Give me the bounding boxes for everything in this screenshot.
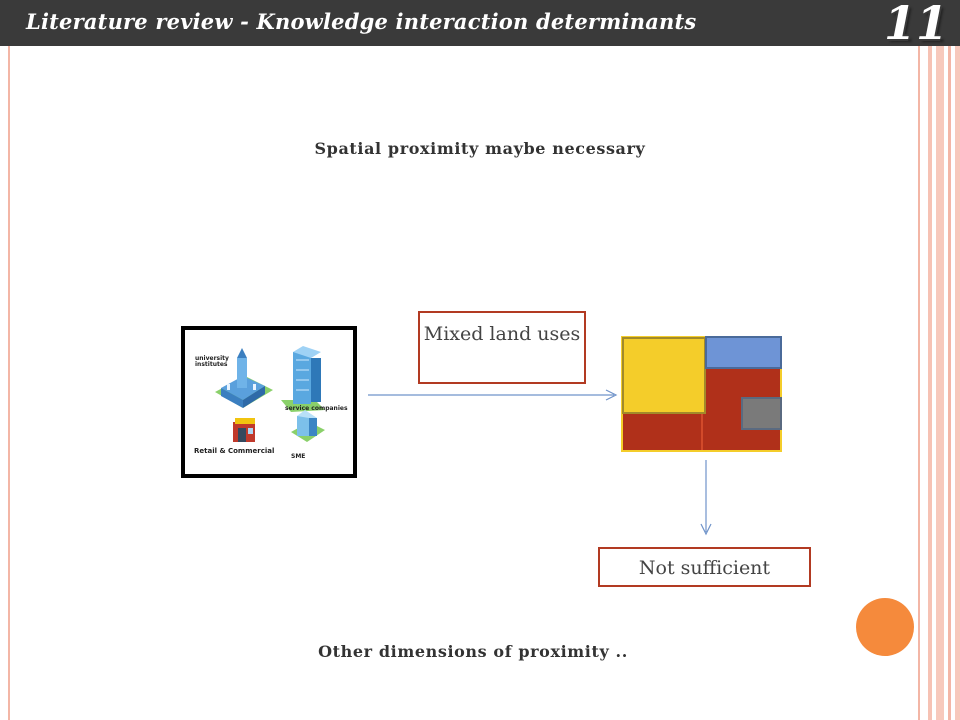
header-bar: Literature review - Knowledge interactio… xyxy=(0,0,960,50)
left-decorative-stripe xyxy=(8,46,10,720)
land-use-blocks xyxy=(621,336,782,452)
firms-illustration: university institutes service companies … xyxy=(181,326,357,478)
decorative-orange-circle xyxy=(856,598,914,656)
horizontal-arrow xyxy=(368,389,618,401)
right-decorative-stripes xyxy=(918,46,960,720)
land-block-divider xyxy=(701,412,703,450)
bottom-caption: Other dimensions of proximity .. xyxy=(318,642,628,661)
sme-label: SME xyxy=(291,453,306,460)
not-sufficient-box: Not sufficient xyxy=(598,547,811,587)
land-block-gray xyxy=(741,397,782,430)
land-block-blue xyxy=(705,336,782,369)
top-caption: Spatial proximity maybe necessary xyxy=(314,139,646,158)
sme-building-icon xyxy=(291,410,325,442)
down-arrow xyxy=(700,460,712,536)
slide-title: Literature review - Knowledge interactio… xyxy=(26,9,697,34)
service-companies-icon xyxy=(281,346,325,412)
university-building-icon xyxy=(215,348,273,408)
retail-label: Retail & Commercial xyxy=(194,447,275,455)
slide-number: 11 xyxy=(883,0,948,50)
land-block-yellow xyxy=(622,337,706,414)
mixed-land-uses-label: Mixed land uses xyxy=(423,323,581,345)
firms-clipart xyxy=(215,346,325,442)
service-companies-label: service companies xyxy=(285,405,348,412)
university-label: university institutes xyxy=(195,355,229,369)
mixed-land-uses-box: Mixed land uses xyxy=(418,311,586,384)
not-sufficient-label: Not sufficient xyxy=(638,557,771,579)
retail-store-icon xyxy=(233,418,255,442)
